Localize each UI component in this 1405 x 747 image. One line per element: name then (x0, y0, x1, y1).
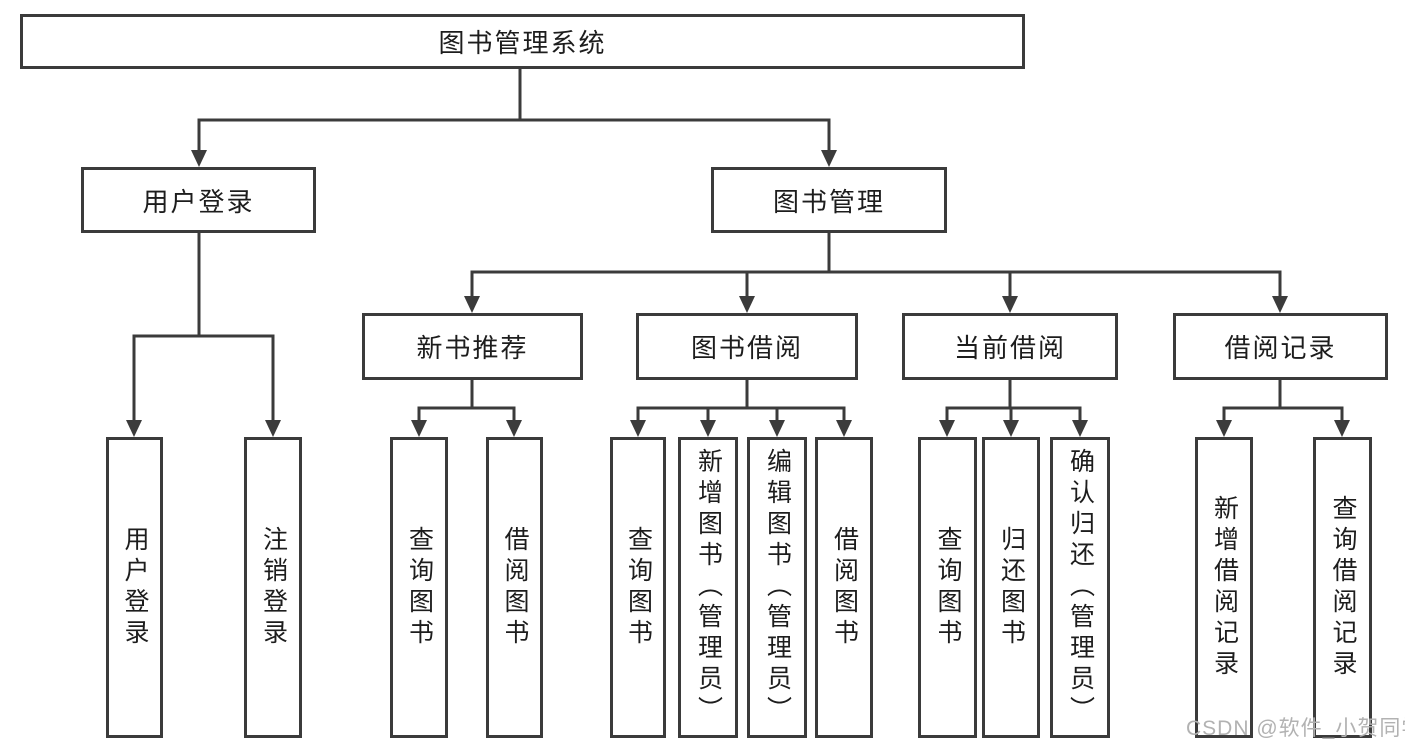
node-current-borrow: 当前借阅 (902, 313, 1118, 380)
node-borrow-borrow-book: 借阅图书 (815, 437, 873, 738)
node-records-add-record: 新增借阅记录 (1195, 437, 1253, 738)
csdn-watermark: CSDN @软件_小贺同学 (1186, 717, 1405, 740)
node-borrow-add-book-admin: 新增图书（管理员） (678, 437, 738, 738)
node-borrow-query-book: 查询图书 (610, 437, 666, 738)
node-current-return-book: 归还图书 (982, 437, 1040, 738)
node-new-book-recommend: 新书推荐 (362, 313, 583, 380)
node-borrow-edit-book-admin: 编辑图书（管理员） (747, 437, 807, 738)
node-leaf-user-login: 用户登录 (106, 437, 163, 738)
node-leaf-logout: 注销登录 (244, 437, 302, 738)
node-system-root: 图书管理系统 (20, 14, 1025, 69)
node-current-confirm-return-admin: 确认归还（管理员） (1050, 437, 1110, 738)
node-book-management: 图书管理 (711, 167, 947, 233)
node-current-query-book: 查询图书 (918, 437, 977, 738)
node-user-login: 用户登录 (81, 167, 316, 233)
node-newbook-borrow-book: 借阅图书 (486, 437, 543, 738)
node-newbook-query-book: 查询图书 (390, 437, 448, 738)
node-records-query-record: 查询借阅记录 (1313, 437, 1372, 738)
node-borrow-records: 借阅记录 (1173, 313, 1388, 380)
node-book-borrow: 图书借阅 (636, 313, 858, 380)
